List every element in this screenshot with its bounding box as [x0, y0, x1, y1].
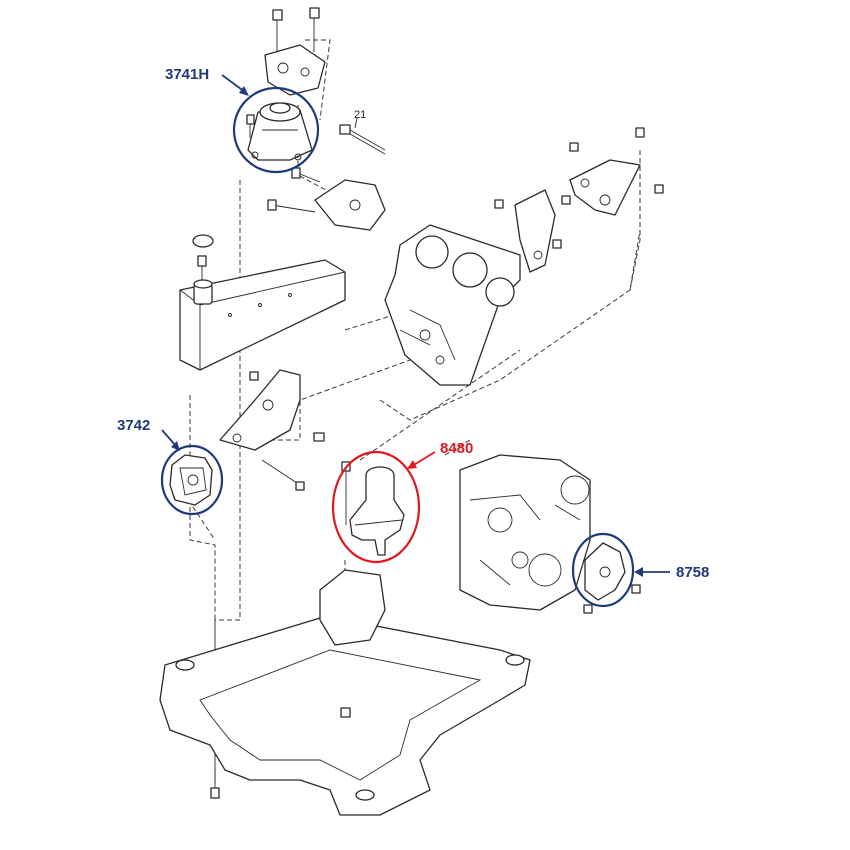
callout-label-21: 21	[354, 109, 366, 121]
upper-mount-bolts	[272, 7, 386, 155]
right-upper-bracket	[494, 127, 664, 273]
upper-bracket	[264, 44, 326, 96]
frame-rail	[179, 259, 346, 371]
small-bushing	[192, 234, 214, 305]
callout-label-3742: 3742	[117, 417, 150, 434]
callout-label-8480: 8480	[440, 440, 473, 457]
engine-bracket-upper	[267, 167, 386, 231]
callout-3741h: 3741H	[165, 66, 320, 174]
callout-8758: 8758	[571, 532, 709, 608]
lower-left-bracket	[219, 369, 325, 491]
engine-mount-3741h	[246, 102, 313, 161]
callout-3742: 3742	[117, 417, 224, 516]
engine-mount-3742	[169, 454, 213, 506]
transmission	[459, 454, 591, 611]
callout-label-8758: 8758	[676, 564, 709, 581]
callout-8480: 8480	[331, 440, 473, 564]
callout-label-3741h: 3741H	[165, 66, 209, 83]
engine-mount-8480	[341, 461, 405, 556]
engine-mount-8758	[583, 542, 641, 614]
engine-block	[384, 224, 521, 386]
callout-21: 21	[354, 109, 366, 129]
subframe	[159, 569, 531, 816]
